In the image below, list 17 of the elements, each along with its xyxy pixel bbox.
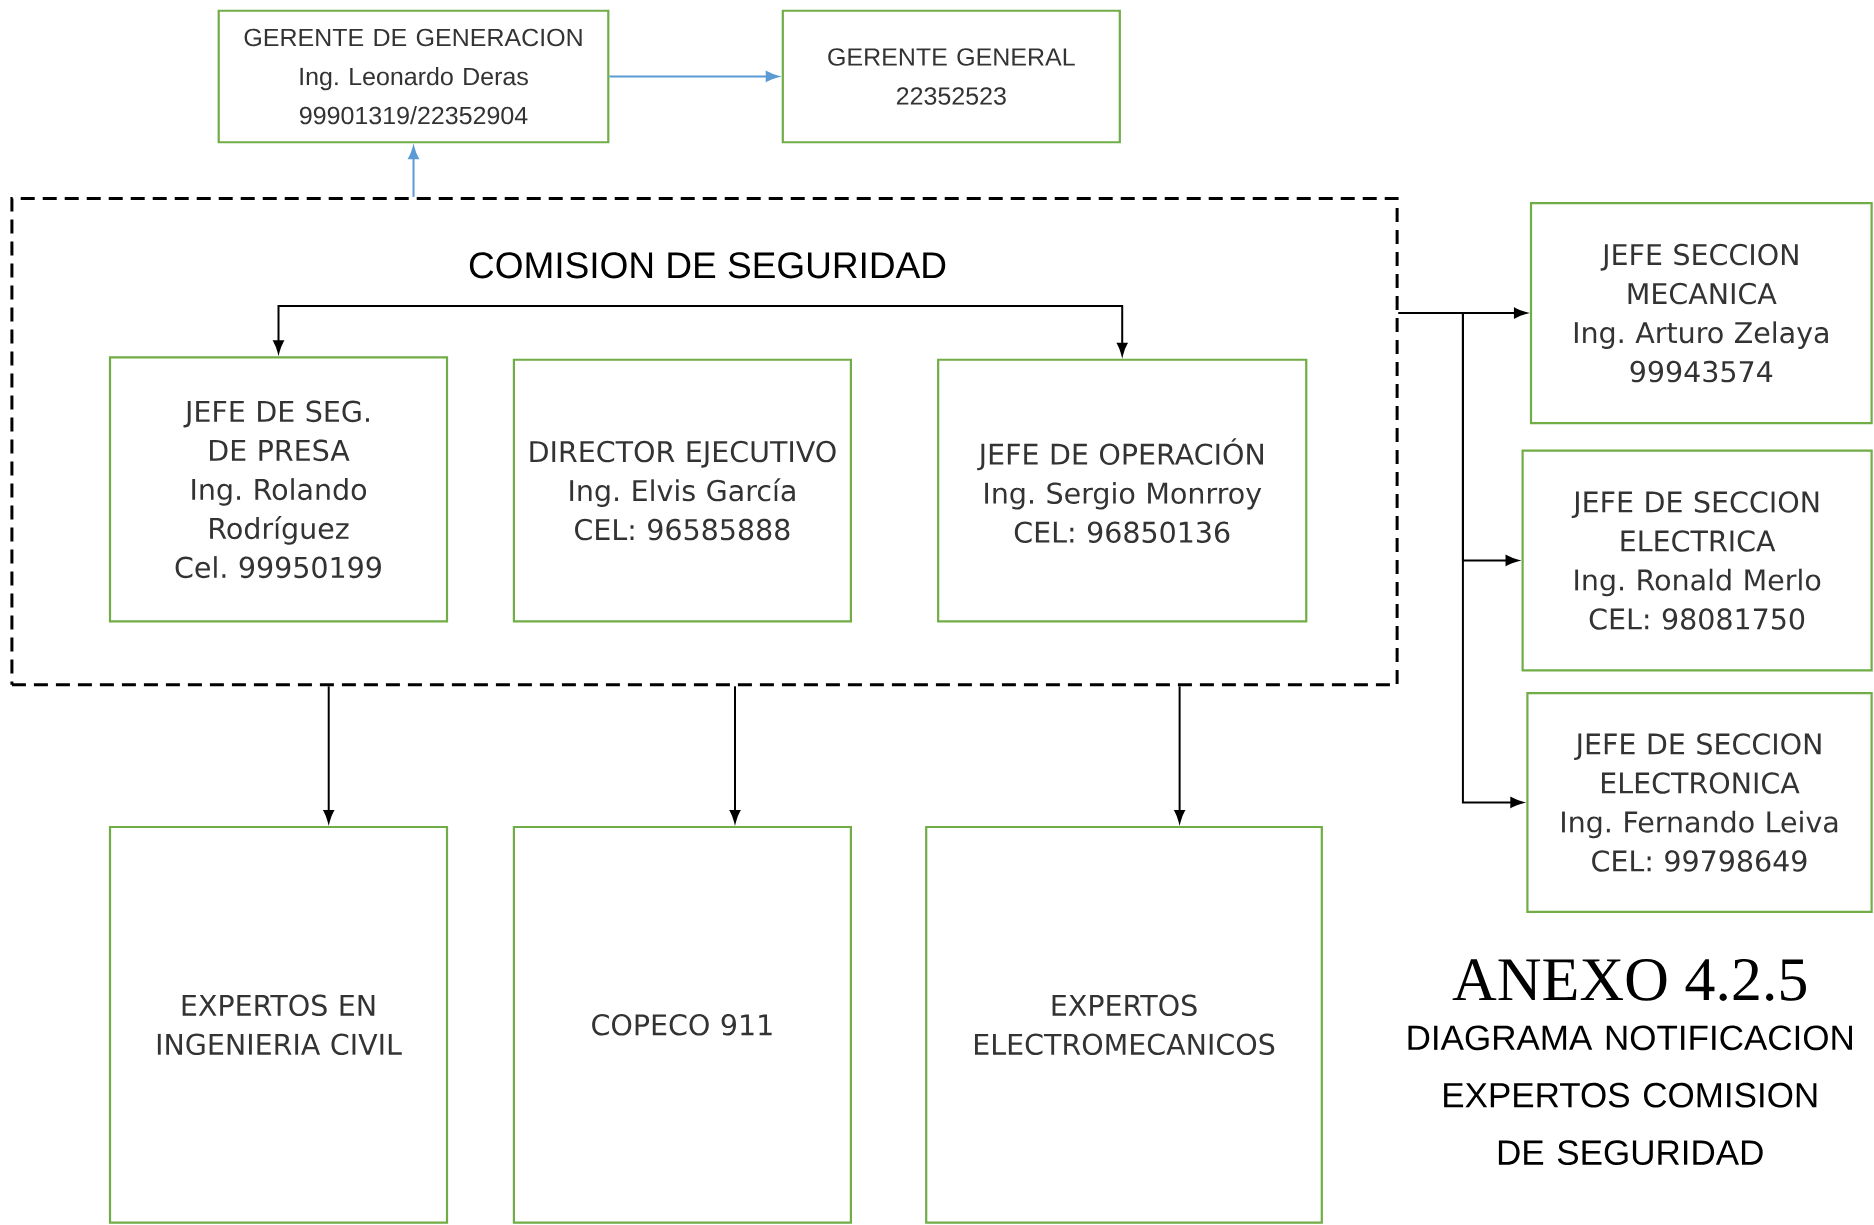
expert-box: EXPERTOS ELECTROMECANICOS: [925, 825, 1323, 1224]
role-box: JEFE DE OPERACIÓN Ing. Sergio Monrroy CEL: 96850136: [937, 358, 1308, 623]
role-box: GERENTE DE GENERACION Ing. Leonardo Deras 99901319/22352904: [217, 9, 610, 144]
role-box: DIRECTOR EJECUTIVO Ing. Elvis García CEL: 96585888: [512, 358, 852, 623]
role-box: GERENTE GENERAL 22352523: [781, 9, 1121, 144]
role-box: JEFE DE SEG. DE PRESA Ing. Rolando Rodríguez Cel. 99950199: [108, 356, 449, 623]
role-box: JEFE DE SECCION ELECTRICA Ing. Ronald Merlo CEL: 98081750: [1521, 449, 1873, 672]
role-box: JEFE DE SECCION ELECTRONICA Ing. Fernando Leiva CEL: 99798649: [1526, 692, 1873, 913]
arrow: [1397, 312, 1524, 808]
expert-box: EXPERTOS EN INGENIERIA CIVIL: [108, 825, 449, 1224]
arrow: [323, 685, 334, 823]
arrow: [273, 305, 1128, 356]
role-box: JEFE SECCION MECANICA Ing. Arturo Zelaya 99943574: [1529, 202, 1873, 425]
annex-title: ANEXO 4.2.5: [1452, 959, 1806, 1001]
caption: DIAGRAMA NOTIFICACION EXPERTOS COMISION DE SEGURIDAD: [1408, 1025, 1852, 1165]
arrow: [729, 685, 741, 823]
expert-box: COPECO 911: [512, 825, 852, 1224]
